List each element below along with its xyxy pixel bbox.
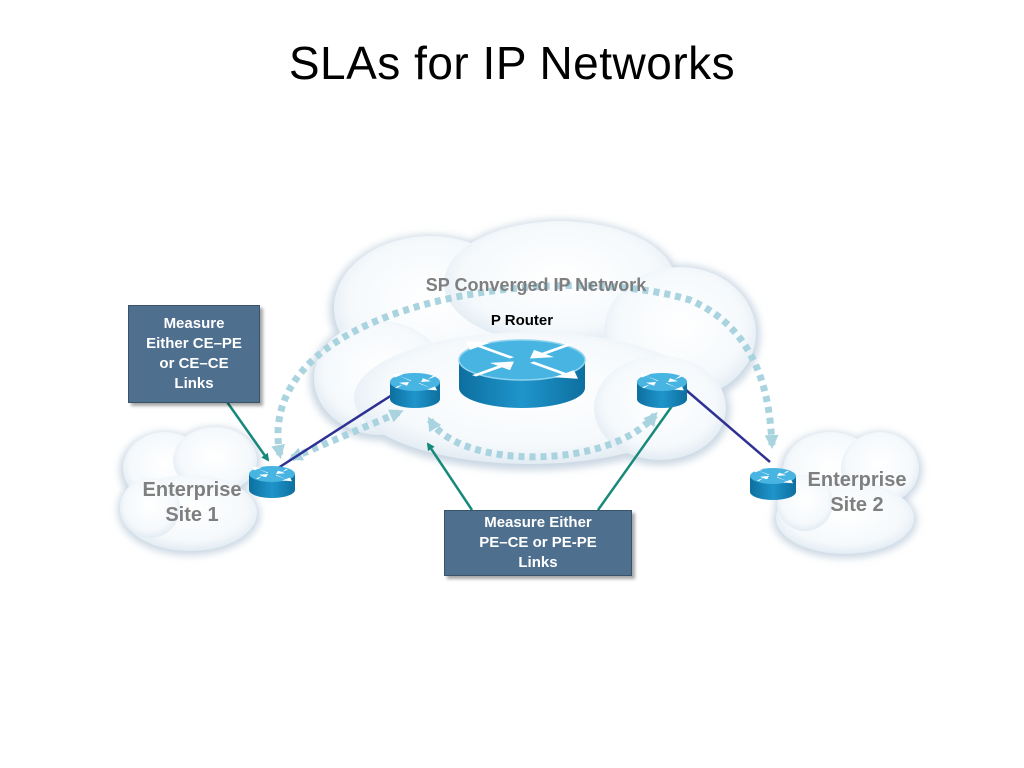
- callout-bottom-line-2: PE–CE or PE-PE: [479, 534, 597, 551]
- routers: [249, 339, 796, 500]
- pe-router-2-icon: [637, 373, 687, 408]
- callout-bottom-line-3: Links: [518, 554, 558, 571]
- ce-pe-measurement-link: [288, 408, 404, 462]
- callout-left-line-1: Measure: [163, 315, 225, 332]
- callout-left-line-3: or CE–CE: [159, 355, 229, 372]
- enterprise-site-1-cloud: [118, 427, 260, 555]
- measurement-paths: [271, 282, 779, 462]
- site-2-line-1: Enterprise: [807, 469, 907, 491]
- ce1-pe1-link: [266, 393, 393, 478]
- callout-left-line-2: Either CE–PE: [146, 335, 242, 352]
- sp-network-label: SP Converged IP Network: [425, 275, 647, 295]
- callout-bottom-line-1: Measure Either: [484, 514, 592, 531]
- pe-router-1-icon: [390, 373, 440, 408]
- ce-router-site-1-icon: [249, 466, 295, 498]
- ce-ce-measurement-arc: [271, 282, 779, 459]
- site-1-line-2: Site 1: [165, 504, 219, 526]
- pe-pe-measurement-arc: [427, 411, 658, 461]
- enterprise-site-2-label: Enterprise Site 2: [790, 468, 924, 518]
- p-router-icon: [458, 339, 586, 408]
- access-links: [266, 389, 771, 478]
- pointer-to-pe2: [596, 390, 684, 511]
- site-1-line-1: Enterprise: [142, 479, 242, 501]
- slide-title: SLAs for IP Networks: [288, 37, 736, 89]
- callout-measure-pe-links: Measure Either PE–CE or PE-PE Links: [444, 510, 632, 576]
- pointer-to-pe1-path: [426, 442, 474, 511]
- callout-measure-ce-links: Measure Either CE–PE or CE–CE Links: [128, 305, 260, 403]
- ce-router-site-2-icon: [750, 468, 796, 500]
- callout-left-line-4: Links: [174, 375, 214, 392]
- pe2-ce2-link: [685, 389, 771, 463]
- site-2-line-2: Site 2: [830, 494, 884, 516]
- callout-pointers: [218, 390, 684, 511]
- enterprise-site-1-label: Enterprise Site 1: [120, 478, 264, 528]
- enterprise-site-2-cloud: [773, 432, 922, 558]
- p-router-label: P Router: [490, 312, 554, 329]
- pointer-to-ce1: [218, 391, 270, 462]
